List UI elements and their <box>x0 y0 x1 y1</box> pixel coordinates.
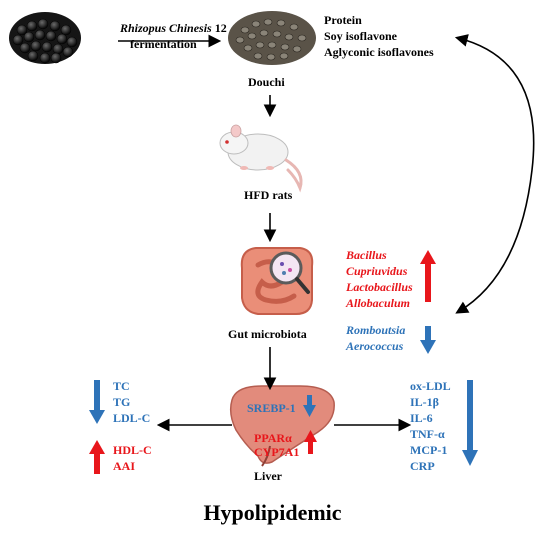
lipid-ldl-c: LDL-C <box>113 411 151 425</box>
marker-tnf-a: TNF-α <box>410 427 445 441</box>
marker-ox-ldl: ox-LDL <box>410 379 451 393</box>
component-aglyconic-isoflavones: Aglyconic isoflavones <box>324 45 434 59</box>
marker-il-1b: IL-1β <box>410 395 439 409</box>
liver-genes-increased: PPARα CYP7A1 <box>254 431 299 459</box>
douchi-image <box>228 11 316 65</box>
douchi-label: Douchi <box>248 75 285 89</box>
strain-number: 12 <box>214 21 227 35</box>
inflammation-decreased-list: ox-LDL IL-1β IL-6 TNF-α MCP-1 CRP <box>410 378 451 474</box>
gut-microbiota-label: Gut microbiota <box>228 327 307 341</box>
lipids-decreased-list: TC TG LDL-C <box>113 378 150 426</box>
fermentation-label: Rhizopus Chinesis 12 <box>120 20 227 36</box>
bacteria-decreased-list: Romboutsia Aerococcus <box>346 322 405 354</box>
ppar-up-arrow <box>304 430 317 454</box>
gene-ppara: PPARα <box>254 431 292 445</box>
rats-label: HFD rats <box>244 188 293 202</box>
lipid-aai: AAI <box>113 459 136 473</box>
arrow-components-to-bacteria <box>454 34 535 314</box>
liver-label: Liver <box>254 469 282 483</box>
rat-image <box>219 124 303 193</box>
fermentation-label-line2: fermentation <box>130 37 197 51</box>
bacteria-increased-list: Bacillus Cupriuvidus Lactobacillus Allob… <box>346 247 413 311</box>
bacteria-down-arrow <box>420 326 436 354</box>
strain-name: Rhizopus Chinesis <box>120 21 212 35</box>
douchi-components: Protein Soy isoflavone Aglyconic isoflav… <box>324 12 434 60</box>
marker-mcp-1: MCP-1 <box>410 443 448 457</box>
bacteria-cupriuvidus: Cupriuvidus <box>346 264 408 278</box>
lipids-increased-list: HDL-C AAI <box>113 442 152 474</box>
outcome-title: Hypolipidemic <box>203 500 342 525</box>
component-protein: Protein <box>324 13 362 27</box>
intestine-image <box>240 247 314 315</box>
srebp-down-arrow <box>303 395 316 417</box>
bacteria-lactobacillus: Lactobacillus <box>346 280 413 294</box>
lipids-down-arrow <box>89 380 105 424</box>
lipid-tg: TG <box>113 395 131 409</box>
lipid-hdl-c: HDL-C <box>113 443 152 457</box>
lipids-up-arrow <box>89 440 105 474</box>
marker-il-6: IL-6 <box>410 411 433 425</box>
bacteria-aerococcus: Aerococcus <box>346 339 404 353</box>
indicator-arrows <box>89 250 478 474</box>
inflammation-down-arrow <box>462 380 478 466</box>
bacteria-romboutsia: Romboutsia <box>346 323 406 337</box>
black-soybeans-image <box>9 12 81 64</box>
gene-cyp7a1: CYP7A1 <box>254 445 300 459</box>
gene-srebp1: SREBP-1 <box>247 401 296 415</box>
marker-crp: CRP <box>410 459 435 473</box>
bacteria-up-arrow <box>420 250 436 302</box>
bacteria-allobaculum: Allobaculum <box>346 296 411 310</box>
lipid-tc: TC <box>113 379 130 393</box>
bacteria-bacillus: Bacillus <box>346 248 387 262</box>
component-soy-isoflavone: Soy isoflavone <box>324 29 398 43</box>
